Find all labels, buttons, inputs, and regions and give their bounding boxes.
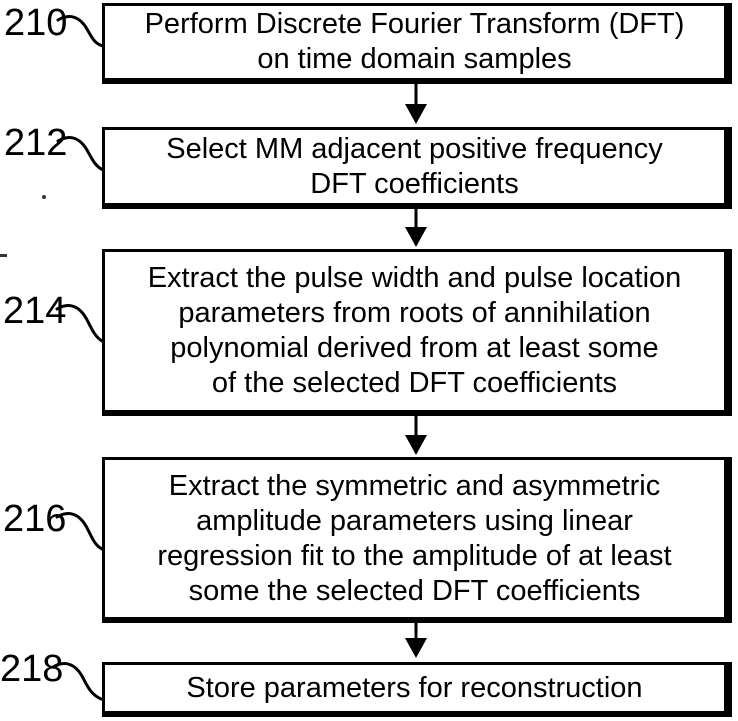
step-text-212: Select MM adjacent positive frequency DF… (166, 132, 663, 200)
down-arrow-icon-1 (405, 84, 427, 124)
step-text-210: Perform Discrete Fourier Transform (DFT)… (144, 8, 685, 75)
scan-speck (42, 195, 46, 199)
step-box-210: Perform Discrete Fourier Transform (DFT)… (102, 3, 732, 84)
step-box-216: Extract the symmetric and asymmetric amp… (102, 457, 732, 623)
down-arrow-icon-3 (405, 416, 427, 455)
step-box-214: Extract the pulse width and pulse locati… (102, 249, 732, 416)
step-box-212: Select MM adjacent positive frequency DF… (102, 127, 732, 209)
step-text-214: Extract the pulse width and pulse locati… (147, 262, 682, 399)
step-box-218: Store parameters for reconstruction (102, 662, 732, 717)
down-arrow-icon-2 (405, 209, 427, 247)
ref-label-212: 212 (4, 122, 68, 164)
step-text-218: Store parameters for reconstruction (186, 671, 643, 704)
ref-label-218: 218 (0, 648, 64, 690)
ref-label-214: 214 (3, 290, 67, 332)
ref-label-210: 210 (4, 2, 68, 44)
down-arrow-icon-4 (405, 623, 427, 658)
ref-label-216: 216 (3, 498, 67, 540)
scan-speck (0, 254, 7, 257)
step-text-216: Extract the symmetric and asymmetric amp… (157, 469, 672, 607)
